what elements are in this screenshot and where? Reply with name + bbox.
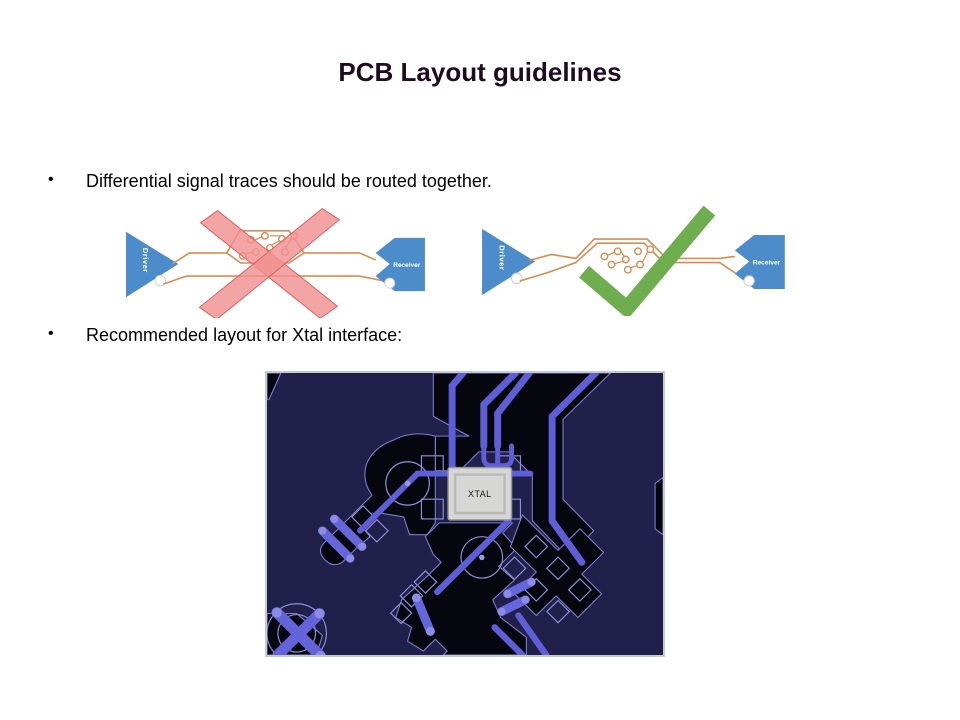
inverter-bubble <box>154 274 166 287</box>
keepout-cross-icon <box>271 607 326 655</box>
pcb-traces <box>357 373 600 655</box>
via-dot <box>404 480 411 487</box>
check-icon <box>579 205 716 316</box>
bullet-marker: • <box>48 171 54 188</box>
receiver-symbol: Receiver <box>734 235 785 290</box>
component-pads <box>318 514 536 636</box>
pcb-layout-svg: XTAL <box>267 373 663 655</box>
pcb-layout-image: XTAL <box>265 371 665 657</box>
xtal-label: XTAL <box>468 489 492 499</box>
receiver-bubble <box>743 275 755 287</box>
bullet-text-xtal: Recommended layout for Xtal interface: <box>86 325 403 345</box>
driver-triangle <box>126 231 179 298</box>
xtal-chip: XTAL <box>447 466 513 521</box>
mounting-hole-inner <box>277 613 317 653</box>
mounting-hole-outer <box>267 603 327 655</box>
driver-symbol: Driver <box>482 228 536 296</box>
bullet-marker: • <box>48 325 54 342</box>
diagram-good-routing: Driver Receiver <box>482 205 785 316</box>
receiver-bubble <box>384 277 396 289</box>
receiver-tag <box>375 237 425 292</box>
driver-label: Driver <box>497 245 506 270</box>
diagram-bad-routing: Driver Receiver <box>126 208 425 318</box>
bullet-text-differential: Differential signal traces should be rou… <box>86 171 492 191</box>
receiver-label: Receiver <box>393 262 421 269</box>
pcb-components <box>317 514 536 636</box>
bullet-item-1: • Differential signal traces should be r… <box>48 170 928 193</box>
receiver-symbol: Receiver <box>375 237 425 292</box>
via-dot <box>479 554 485 561</box>
cross-icon <box>198 208 341 318</box>
receiver-tag <box>734 235 785 290</box>
driver-label: Driver <box>141 248 150 273</box>
differential-traces-together <box>519 238 745 282</box>
bullet-item-2: • Recommended layout for Xtal interface: <box>48 324 928 347</box>
driver-triangle <box>482 228 536 296</box>
receiver-label: Receiver <box>753 260 781 267</box>
inverter-bubble <box>510 272 523 285</box>
page-title: PCB Layout guidelines <box>338 57 622 87</box>
via-cluster <box>600 245 655 274</box>
driver-symbol: Driver <box>126 231 179 298</box>
